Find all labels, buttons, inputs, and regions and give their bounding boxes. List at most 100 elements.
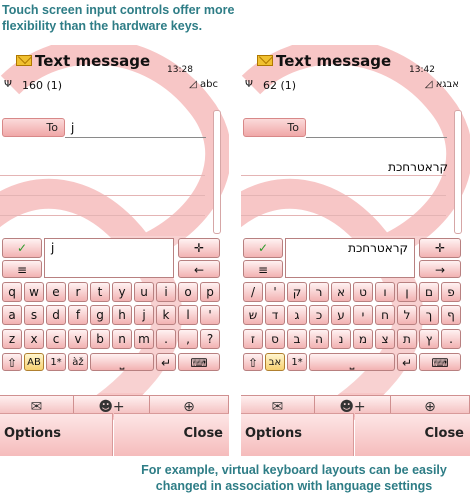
- key-shin[interactable]: ש: [243, 305, 263, 325]
- key-he[interactable]: ה: [309, 329, 329, 349]
- recipient-field[interactable]: j: [71, 121, 75, 135]
- shift-key[interactable]: ⇧: [243, 353, 263, 371]
- move-icon[interactable]: ✛: [419, 238, 461, 258]
- input-preview[interactable]: j: [44, 238, 174, 278]
- scrollbar[interactable]: [213, 110, 221, 234]
- keyboard-icon[interactable]: ⌨: [178, 353, 220, 371]
- key-zayin[interactable]: ז: [243, 329, 263, 349]
- numbers-key[interactable]: 1*: [287, 353, 307, 371]
- numbers-key[interactable]: 1*: [46, 353, 66, 371]
- key-g[interactable]: g: [90, 305, 110, 325]
- menu-icon[interactable]: ≡: [243, 260, 283, 278]
- key-t[interactable]: t: [90, 282, 110, 302]
- key-k[interactable]: k: [156, 305, 176, 325]
- key-a[interactable]: a: [2, 305, 22, 325]
- accents-key[interactable]: àž: [68, 353, 88, 371]
- key-v[interactable]: v: [68, 329, 88, 349]
- space-key[interactable]: ⎵: [90, 353, 154, 371]
- key-tav[interactable]: ת: [397, 329, 417, 349]
- move-icon[interactable]: ✛: [178, 238, 220, 258]
- key-resh[interactable]: ר: [309, 282, 329, 302]
- key-u[interactable]: u: [134, 282, 154, 302]
- key-o[interactable]: o: [178, 282, 198, 302]
- add-recipient-icon[interactable]: ☻+: [74, 395, 150, 417]
- options-softkey[interactable]: Options: [241, 413, 354, 456]
- key-kaf[interactable]: כ: [309, 305, 329, 325]
- key-tsadi[interactable]: צ: [375, 329, 395, 349]
- key-q[interactable]: q: [2, 282, 22, 302]
- key-p[interactable]: p: [200, 282, 220, 302]
- key-ayin[interactable]: ע: [331, 305, 351, 325]
- key-apostrophe[interactable]: ': [200, 305, 220, 325]
- shift-key[interactable]: ⇧: [2, 353, 22, 371]
- key-final-kaf[interactable]: ך: [419, 305, 439, 325]
- case-key[interactable]: אב: [265, 353, 285, 371]
- key-z[interactable]: z: [2, 329, 22, 349]
- key-s[interactable]: s: [24, 305, 44, 325]
- key-lamed[interactable]: ל: [397, 305, 417, 325]
- close-softkey[interactable]: Close: [355, 413, 470, 456]
- insert-object-icon[interactable]: ✉: [0, 395, 74, 417]
- insert-object-icon[interactable]: ✉: [241, 395, 315, 417]
- key-slash[interactable]: /: [243, 282, 263, 302]
- key-apostrophe[interactable]: ': [265, 282, 285, 302]
- key-period[interactable]: .: [441, 329, 461, 349]
- key-n[interactable]: n: [112, 329, 132, 349]
- key-final-mem[interactable]: ם: [419, 282, 439, 302]
- key-nun[interactable]: נ: [331, 329, 351, 349]
- key-f[interactable]: f: [68, 305, 88, 325]
- space-key[interactable]: ⎵: [309, 353, 395, 371]
- enter-key[interactable]: ↵: [397, 353, 417, 371]
- key-r[interactable]: r: [68, 282, 88, 302]
- key-tet[interactable]: ט: [353, 282, 373, 302]
- key-question[interactable]: ?: [200, 329, 220, 349]
- key-pe[interactable]: פ: [441, 282, 461, 302]
- key-period[interactable]: .: [156, 329, 176, 349]
- key-b[interactable]: b: [90, 329, 110, 349]
- message-body-text[interactable]: קראטרחכת: [388, 160, 448, 174]
- key-l[interactable]: l: [178, 305, 198, 325]
- key-x[interactable]: x: [24, 329, 44, 349]
- scrollbar[interactable]: [454, 110, 462, 234]
- key-comma[interactable]: ,: [178, 329, 198, 349]
- key-alef[interactable]: א: [331, 282, 351, 302]
- message-body-lines[interactable]: [0, 175, 205, 235]
- key-e[interactable]: e: [46, 282, 66, 302]
- key-final-nun[interactable]: ן: [397, 282, 417, 302]
- to-button[interactable]: To: [243, 118, 306, 137]
- key-y[interactable]: y: [112, 282, 132, 302]
- key-w[interactable]: w: [24, 282, 44, 302]
- case-key[interactable]: AB: [24, 353, 44, 371]
- accept-button[interactable]: ✓: [2, 238, 42, 258]
- backspace-button[interactable]: ←: [178, 260, 220, 278]
- key-yod[interactable]: י: [353, 305, 373, 325]
- add-recipient-icon[interactable]: ☻+: [315, 395, 391, 417]
- key-j[interactable]: j: [134, 305, 154, 325]
- keyboard-icon[interactable]: ⌨: [419, 353, 461, 371]
- backspace-button[interactable]: →: [419, 260, 461, 278]
- options-softkey[interactable]: Options: [0, 413, 113, 456]
- key-c[interactable]: c: [46, 329, 66, 349]
- attachment-icon[interactable]: ⊕: [150, 395, 229, 417]
- close-softkey[interactable]: Close: [114, 413, 229, 456]
- key-het[interactable]: ח: [375, 305, 395, 325]
- key-samekh[interactable]: ס: [265, 329, 285, 349]
- message-body-lines[interactable]: [241, 175, 446, 235]
- key-final-pe[interactable]: ף: [441, 305, 461, 325]
- key-m[interactable]: m: [134, 329, 154, 349]
- enter-key[interactable]: ↵: [156, 353, 176, 371]
- menu-icon[interactable]: ≡: [2, 260, 42, 278]
- key-gimel[interactable]: ג: [287, 305, 307, 325]
- key-i[interactable]: i: [156, 282, 176, 302]
- input-preview[interactable]: קראטרחכת: [285, 238, 415, 278]
- to-button[interactable]: To: [2, 118, 65, 137]
- key-d[interactable]: d: [46, 305, 66, 325]
- key-h[interactable]: h: [112, 305, 132, 325]
- key-dalet[interactable]: ד: [265, 305, 285, 325]
- key-bet[interactable]: ב: [287, 329, 307, 349]
- accept-button[interactable]: ✓: [243, 238, 283, 258]
- key-vav[interactable]: ו: [375, 282, 395, 302]
- key-final-tsadi[interactable]: ץ: [419, 329, 439, 349]
- key-mem[interactable]: מ: [353, 329, 373, 349]
- key-qof[interactable]: ק: [287, 282, 307, 302]
